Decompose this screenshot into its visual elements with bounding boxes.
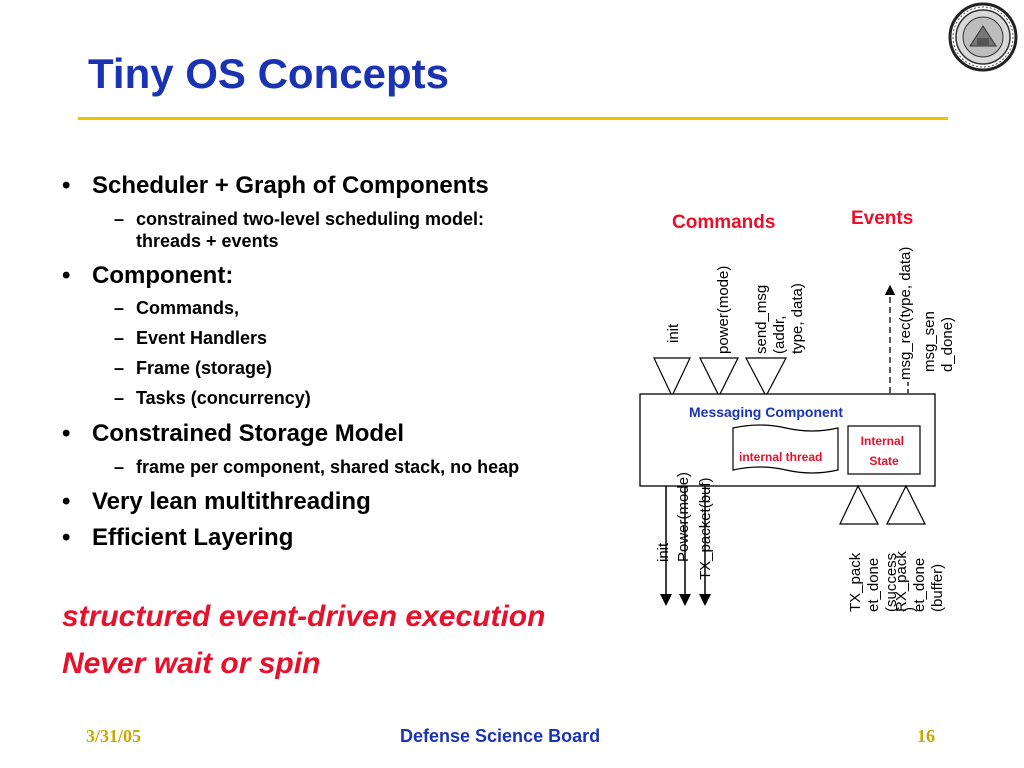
dash-glyph: – xyxy=(114,298,125,318)
command-port-triangle xyxy=(699,357,739,398)
sub-bullet-text: Tasks (concurrency) xyxy=(136,388,311,408)
bullet-text: Component: xyxy=(92,262,234,289)
internal-state-label: Internal State xyxy=(861,434,908,468)
top-command-label: power(mode) xyxy=(715,266,732,354)
dash-glyph: – xyxy=(114,358,125,378)
bullet-glyph: • xyxy=(62,488,71,515)
messaging-component-label: Messaging Component xyxy=(689,404,843,420)
sub-bullet-text: frame per component, shared stack, no he… xyxy=(136,457,520,477)
slide-title: Tiny OS Concepts xyxy=(88,50,449,97)
dash-glyph: – xyxy=(114,388,125,408)
bottom-event-label: TX_pack et_done (success ) xyxy=(847,549,918,612)
event-port-triangle xyxy=(839,484,879,525)
bottom-event-label: RX_pack et_done (buffer) xyxy=(893,547,946,612)
bullet-glyph: • xyxy=(62,524,71,551)
command-port-triangle xyxy=(653,357,691,398)
bullet-text: Scheduler + Graph of Components xyxy=(92,172,489,199)
footer-date: 3/31/05 xyxy=(86,726,142,746)
university-seal-icon xyxy=(948,2,1018,72)
dash-glyph: – xyxy=(114,457,125,477)
commands-heading: Commands xyxy=(672,212,775,233)
footer-page-number: 16 xyxy=(917,726,935,746)
bullet-glyph: • xyxy=(62,420,71,447)
event-port-triangle xyxy=(886,484,926,525)
top-command-label: init xyxy=(665,323,682,343)
top-event-label: msg_sen d_done) xyxy=(921,307,956,372)
command-port-triangle xyxy=(745,357,787,398)
internal-state-box xyxy=(847,425,921,475)
sub-bullet-text: Frame (storage) xyxy=(136,358,273,378)
sub-bullet-text: constrained two-level scheduling model: xyxy=(136,209,485,229)
events-heading: Events xyxy=(851,208,913,229)
top-event-label: msg_rec(type, data) xyxy=(897,247,914,380)
bottom-command-label: TX_packet(buf) xyxy=(697,477,714,580)
bottom-command-label: Power(mode) xyxy=(675,472,692,562)
bullet-text: Constrained Storage Model xyxy=(92,420,405,447)
dash-glyph: – xyxy=(114,209,125,229)
dash-glyph: – xyxy=(114,328,125,348)
internal-thread-shape xyxy=(732,424,839,474)
bottom-command-label: init xyxy=(655,542,672,562)
sub-bullet-text: Commands, xyxy=(136,298,240,318)
emphasis-line: structured event-driven execution xyxy=(62,600,546,633)
bullet-text: Efficient Layering xyxy=(92,524,294,551)
title-rule xyxy=(78,117,948,120)
bullet-glyph: • xyxy=(62,262,71,289)
footer-title: Defense Science Board xyxy=(400,726,601,746)
bullet-text: Very lean multithreading xyxy=(92,488,371,515)
bullet-glyph: • xyxy=(62,172,71,199)
emphasis-line: Never wait or spin xyxy=(62,647,321,680)
internal-thread-label: internal thread xyxy=(739,450,822,464)
top-command-label: send_msg (addr, type, data) xyxy=(753,281,806,354)
sub-bullet-text: threads + events xyxy=(136,231,279,251)
sub-bullet-text: Event Handlers xyxy=(136,328,268,348)
